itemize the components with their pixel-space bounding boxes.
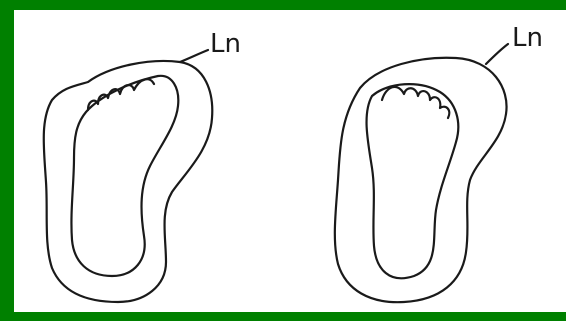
right-inner-footprint bbox=[367, 84, 459, 278]
left-label: Ln bbox=[210, 29, 241, 59]
right-leader-line bbox=[486, 44, 508, 64]
left-toes bbox=[88, 79, 154, 110]
left-outer-boundary bbox=[44, 61, 213, 302]
left-leader-line bbox=[180, 50, 208, 62]
right-label: Ln bbox=[512, 23, 543, 53]
left-figure: Ln bbox=[44, 29, 241, 302]
right-figure: Ln bbox=[335, 23, 543, 302]
right-outer-boundary bbox=[335, 58, 507, 302]
